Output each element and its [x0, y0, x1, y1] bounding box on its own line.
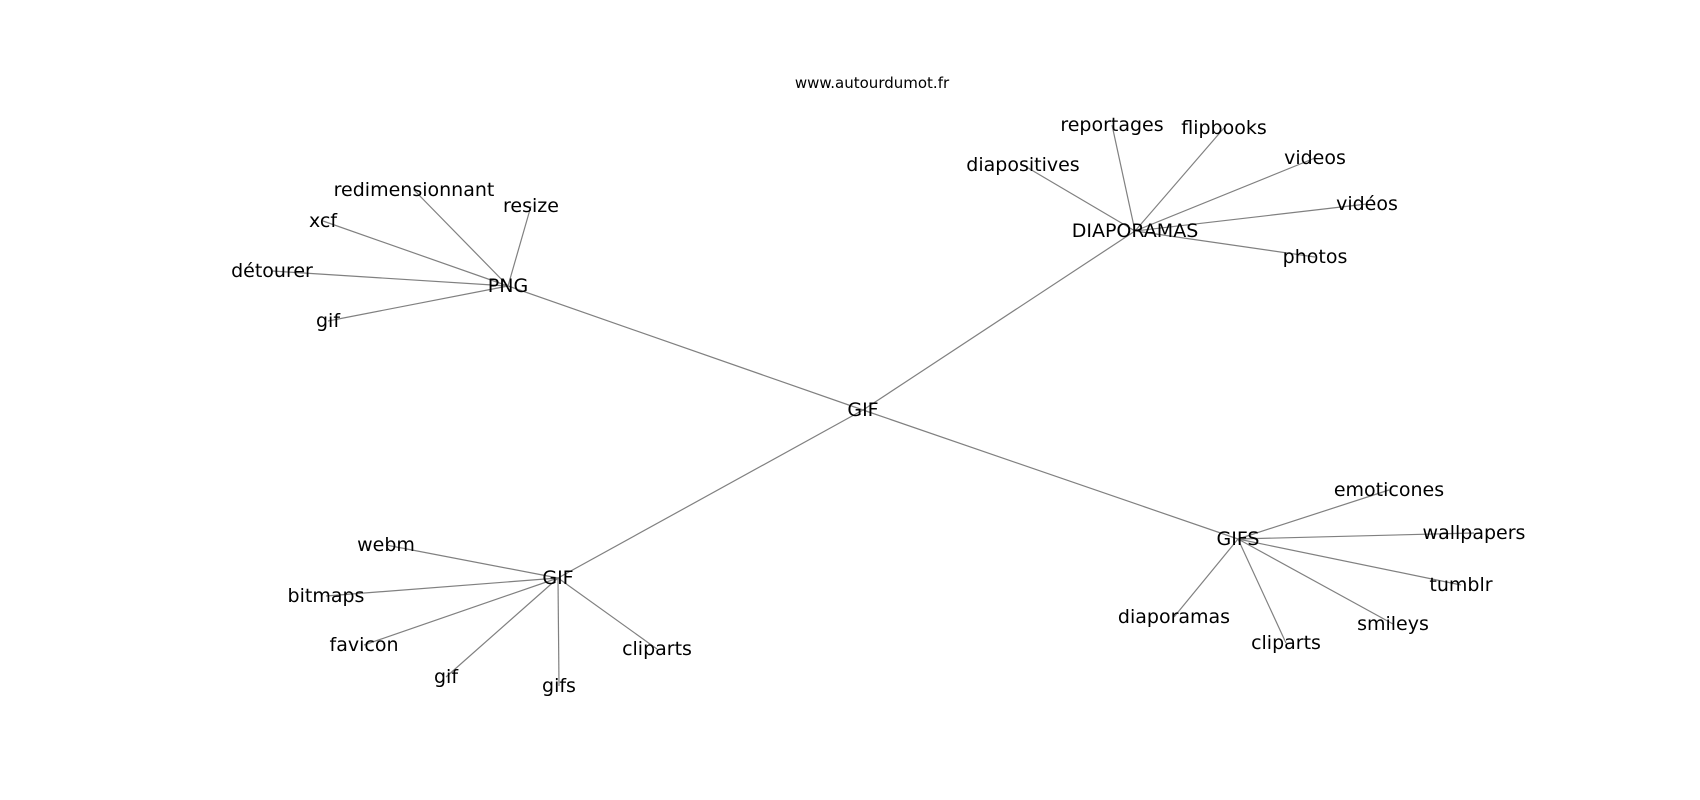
branch-node-label: DIAPORAMAS: [1072, 220, 1199, 242]
branch-node-label: GIFS: [1217, 528, 1260, 550]
watermark: www.autourdumot.fr: [795, 74, 950, 92]
edge-branch-to-leaf: [1111, 124, 1136, 232]
leaf-node-label: diaporamas: [1118, 606, 1230, 628]
leaf-node-label: favicon: [330, 634, 399, 656]
leaf-node-label: photos: [1283, 246, 1348, 268]
leaf-node-label: smileys: [1357, 613, 1429, 635]
edge-branch-to-leaf: [557, 577, 560, 687]
leaf-node-label: redimensionnant: [334, 179, 495, 201]
node-labels: GIF PNG redimensionnant resize xcf détourer gi…: [231, 114, 1525, 697]
leaf-node-label: wallpapers: [1423, 522, 1526, 544]
leaf-node-label: gif: [434, 666, 459, 688]
leaf-node-label: diapositives: [966, 154, 1079, 176]
edge-branch-to-leaf: [1237, 489, 1390, 540]
branch-node-label: PNG: [488, 275, 528, 297]
edge-branch-to-leaf: [327, 285, 509, 322]
leaf-node-label: cliparts: [622, 638, 692, 660]
edges: [271, 124, 1475, 687]
edge-branch-to-leaf: [507, 205, 532, 287]
edge-branch-to-leaf: [1173, 538, 1239, 618]
leaf-node-label: gif: [316, 310, 341, 332]
edge-branch-to-leaf: [1134, 230, 1316, 258]
leaf-node-label: videos: [1284, 147, 1346, 169]
leaf-node-label: reportages: [1060, 114, 1163, 136]
edge-center-to-branch: [862, 409, 1239, 540]
leaf-node-label: bitmaps: [288, 585, 365, 607]
edge-branch-to-leaf: [322, 220, 509, 287]
edge-branch-to-leaf: [1134, 203, 1368, 232]
edge-center-to-branch: [862, 230, 1136, 411]
edge-branch-to-leaf: [557, 577, 658, 650]
edge-branch-to-leaf: [363, 577, 559, 646]
edge-branch-to-leaf: [1022, 164, 1136, 232]
leaf-node-label: webm: [357, 534, 415, 556]
edge-branch-to-leaf: [1134, 157, 1316, 232]
leaf-node-label: tumblr: [1429, 574, 1492, 596]
branch-node-label: GIF: [542, 567, 573, 589]
edge-branch-to-leaf: [385, 544, 559, 579]
leaf-node-label: vidéos: [1336, 193, 1398, 215]
center-node-label: GIF: [847, 399, 878, 421]
edge-branch-to-leaf: [325, 577, 559, 597]
leaf-node-label: flipbooks: [1181, 117, 1267, 139]
edge-branch-to-leaf: [413, 189, 509, 287]
leaf-node-label: détourer: [231, 260, 313, 282]
edge-branch-to-leaf: [1237, 538, 1394, 625]
edge-branch-to-leaf: [1237, 538, 1287, 644]
edge-branch-to-leaf: [1237, 538, 1462, 586]
edge-branch-to-leaf: [1134, 127, 1225, 232]
edge-branch-to-leaf: [445, 577, 559, 678]
edge-branch-to-leaf: [1237, 532, 1475, 540]
edge-center-to-branch: [557, 409, 864, 579]
leaf-node-label: gifs: [542, 675, 576, 697]
edge-center-to-branch: [507, 285, 864, 411]
leaf-node-label: xcf: [309, 210, 338, 232]
leaf-node-label: cliparts: [1251, 632, 1321, 654]
leaf-node-label: emoticones: [1334, 479, 1444, 501]
edge-branch-to-leaf: [271, 270, 509, 287]
leaf-node-label: resize: [503, 195, 559, 217]
